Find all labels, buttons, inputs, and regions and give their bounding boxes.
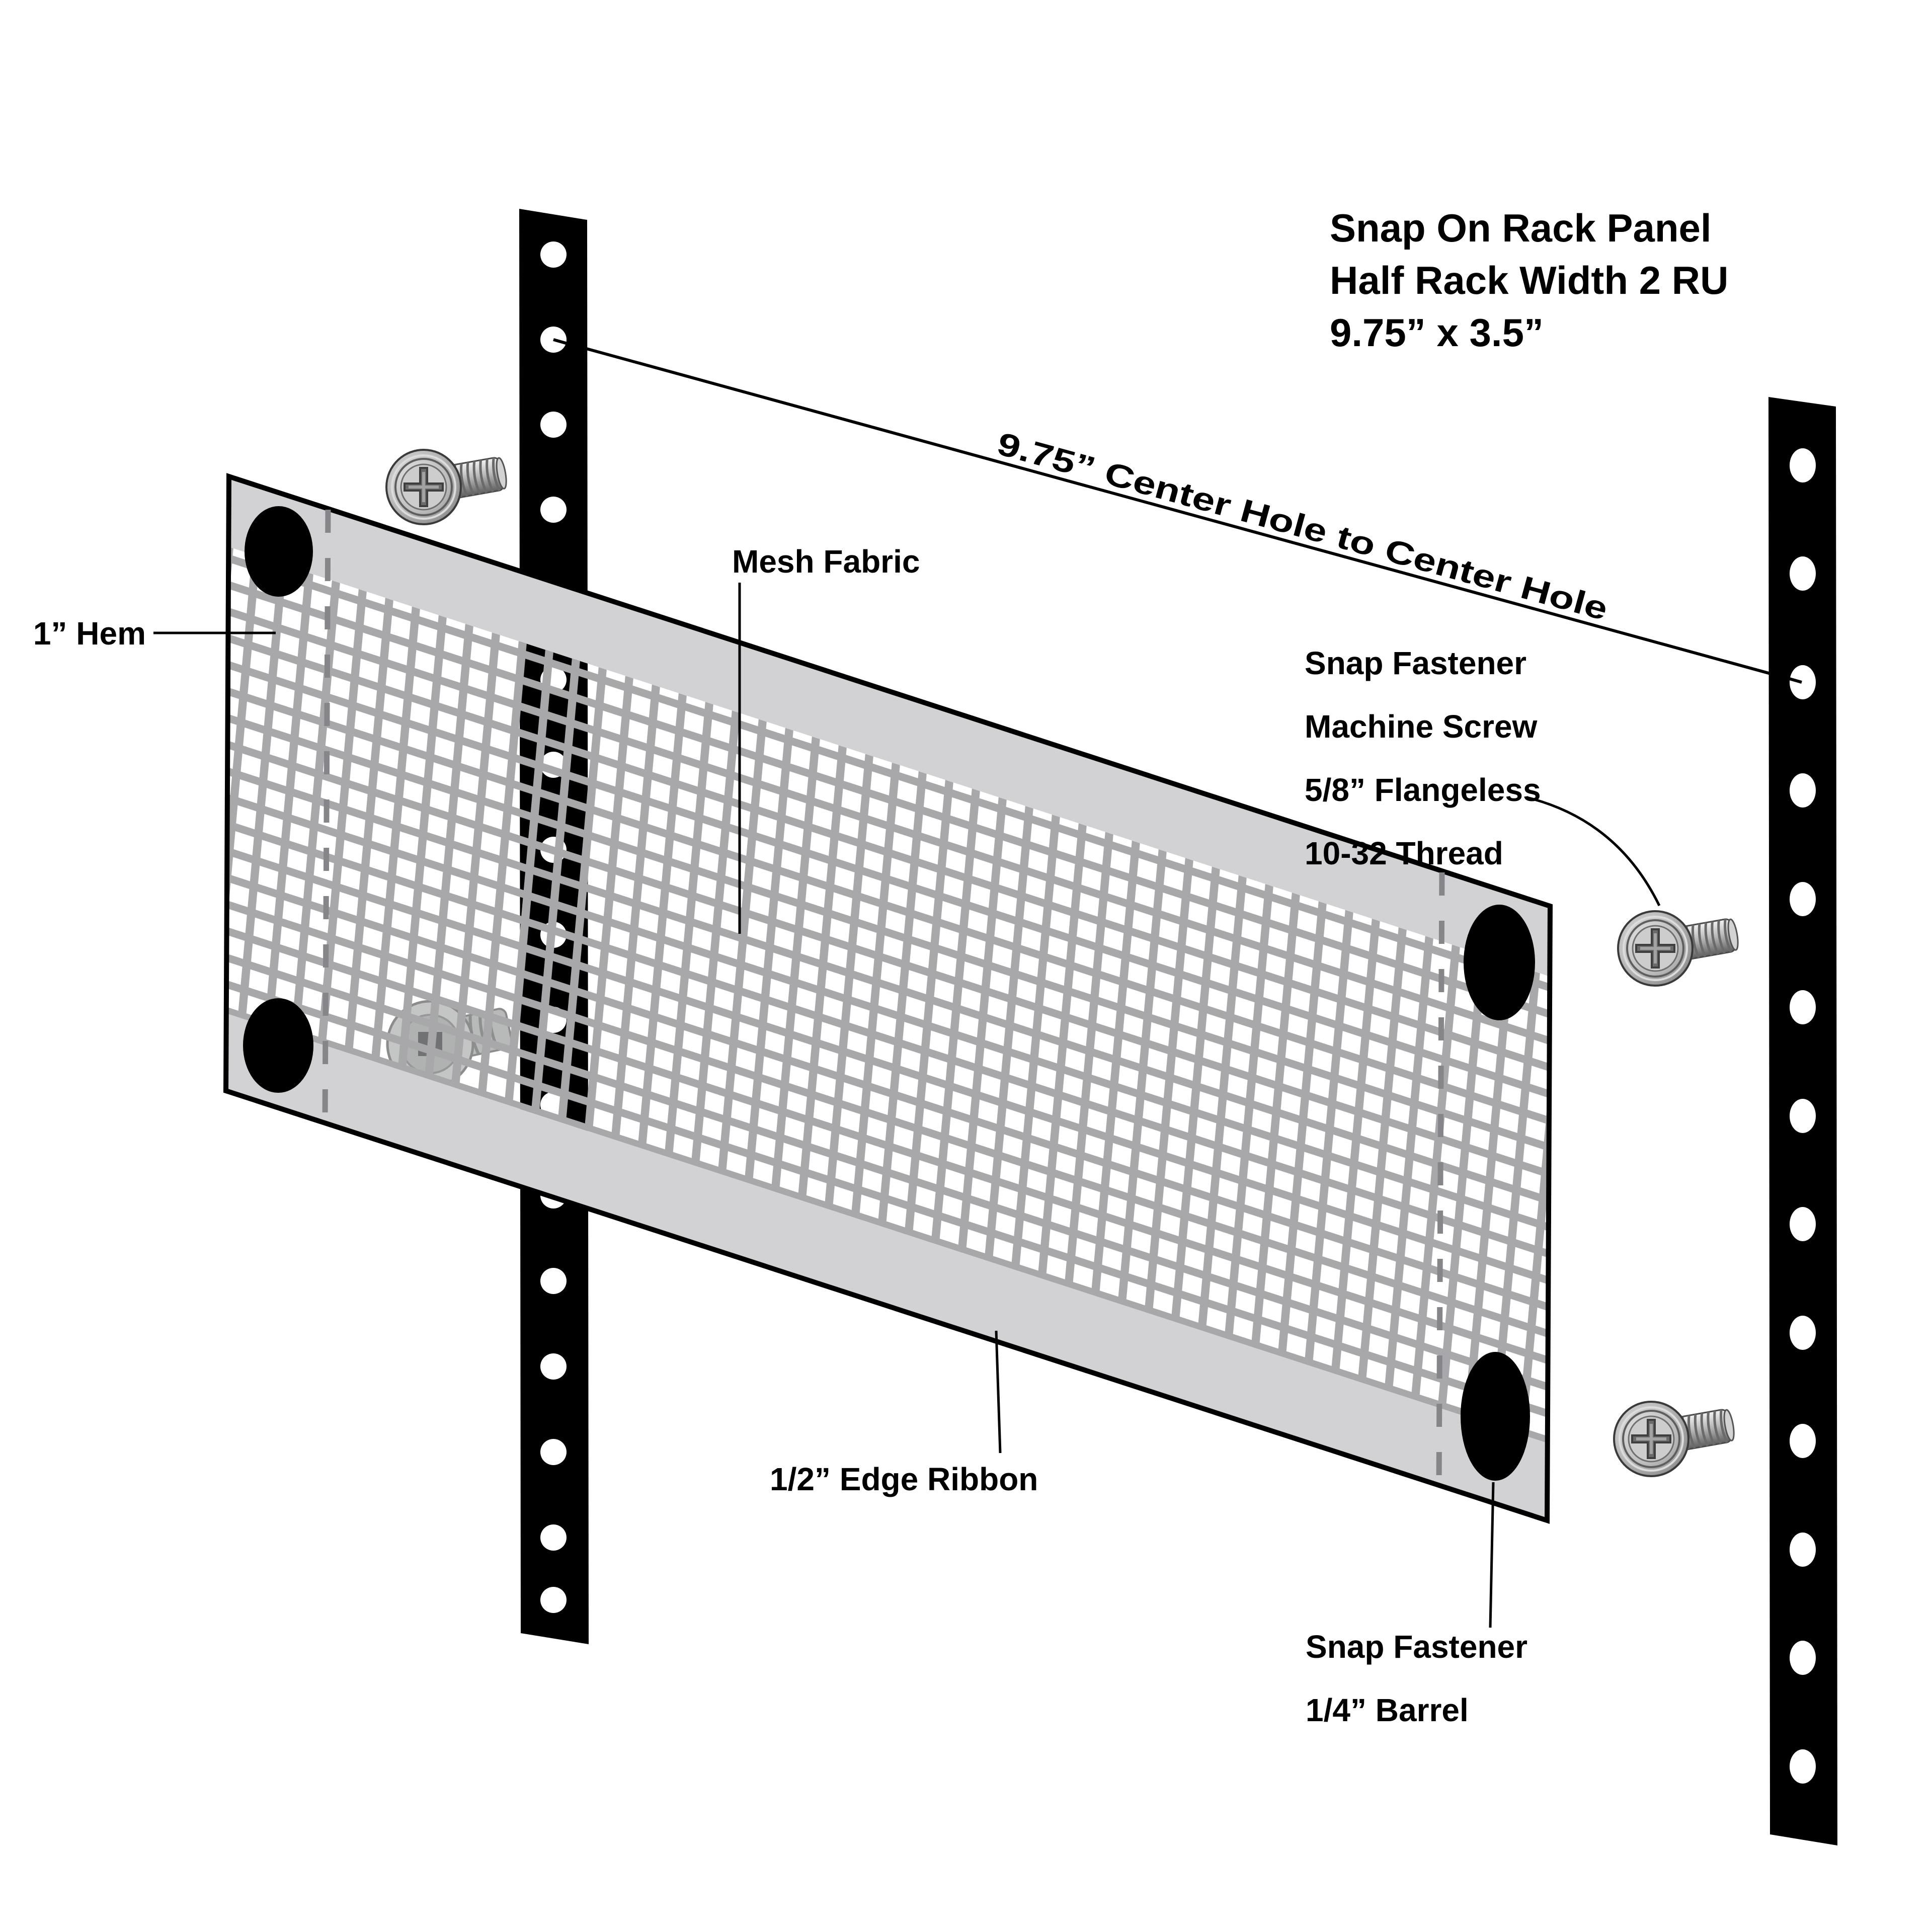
right-hem-stitch-line bbox=[1436, 872, 1445, 1488]
title-line-3: 9.75” x 3.5” bbox=[1330, 310, 1544, 355]
title-block: Snap On Rack Panel Half Rack Width 2 RU … bbox=[1330, 206, 1728, 355]
snap-oval-top-left bbox=[245, 506, 313, 597]
mesh-fabric-label: Mesh Fabric bbox=[732, 543, 920, 580]
edge-ribbon-label: 1/2” Edge Ribbon bbox=[770, 1461, 1038, 1497]
title-line-2: Half Rack Width 2 RU bbox=[1330, 258, 1728, 302]
snap-oval-top-right bbox=[1464, 905, 1535, 1020]
dimension-endpoint-right bbox=[1787, 677, 1802, 684]
dimension-line bbox=[553, 338, 1802, 684]
machine-screw-label: Snap Fastener Machine Screw 5/8” Flangel… bbox=[1305, 645, 1541, 871]
machine-screw-leader-line bbox=[1526, 796, 1661, 907]
machine-screw-label-line-1: Snap Fastener bbox=[1305, 645, 1526, 681]
snap-oval-bottom-right bbox=[1461, 1352, 1530, 1481]
hem-label: 1” Hem bbox=[33, 615, 146, 652]
barrel-label-line-1: Snap Fastener bbox=[1306, 1629, 1527, 1665]
panel-outline bbox=[223, 473, 1553, 1524]
mesh-panel bbox=[223, 473, 1553, 1524]
left-hem-stitch-line bbox=[322, 509, 331, 1123]
machine-screw-label-line-4: 10-32 Thread bbox=[1305, 835, 1503, 871]
title-line-1: Snap On Rack Panel bbox=[1330, 206, 1712, 250]
machine-screw-label-line-2: Machine Screw bbox=[1305, 708, 1538, 745]
barrel-label-line-2: 1/4” Barrel bbox=[1306, 1692, 1469, 1728]
right-rail-holes bbox=[1790, 448, 1816, 1784]
barrel-leader-line bbox=[1489, 1482, 1495, 1628]
snap-oval-bottom-left bbox=[243, 998, 313, 1093]
right-rack-rail bbox=[1768, 397, 1837, 1845]
mesh-fabric-area bbox=[226, 547, 1550, 1443]
machine-screw-label-line-3: 5/8” Flangeless bbox=[1305, 772, 1541, 808]
dimension-endpoint-left bbox=[553, 338, 568, 345]
edge-ribbon-leader-line bbox=[995, 1330, 1002, 1454]
top-hem-band bbox=[229, 476, 1550, 977]
barrel-label: Snap Fastener 1/4” Barrel bbox=[1306, 1629, 1527, 1728]
bottom-edge-ribbon bbox=[226, 1013, 1547, 1520]
